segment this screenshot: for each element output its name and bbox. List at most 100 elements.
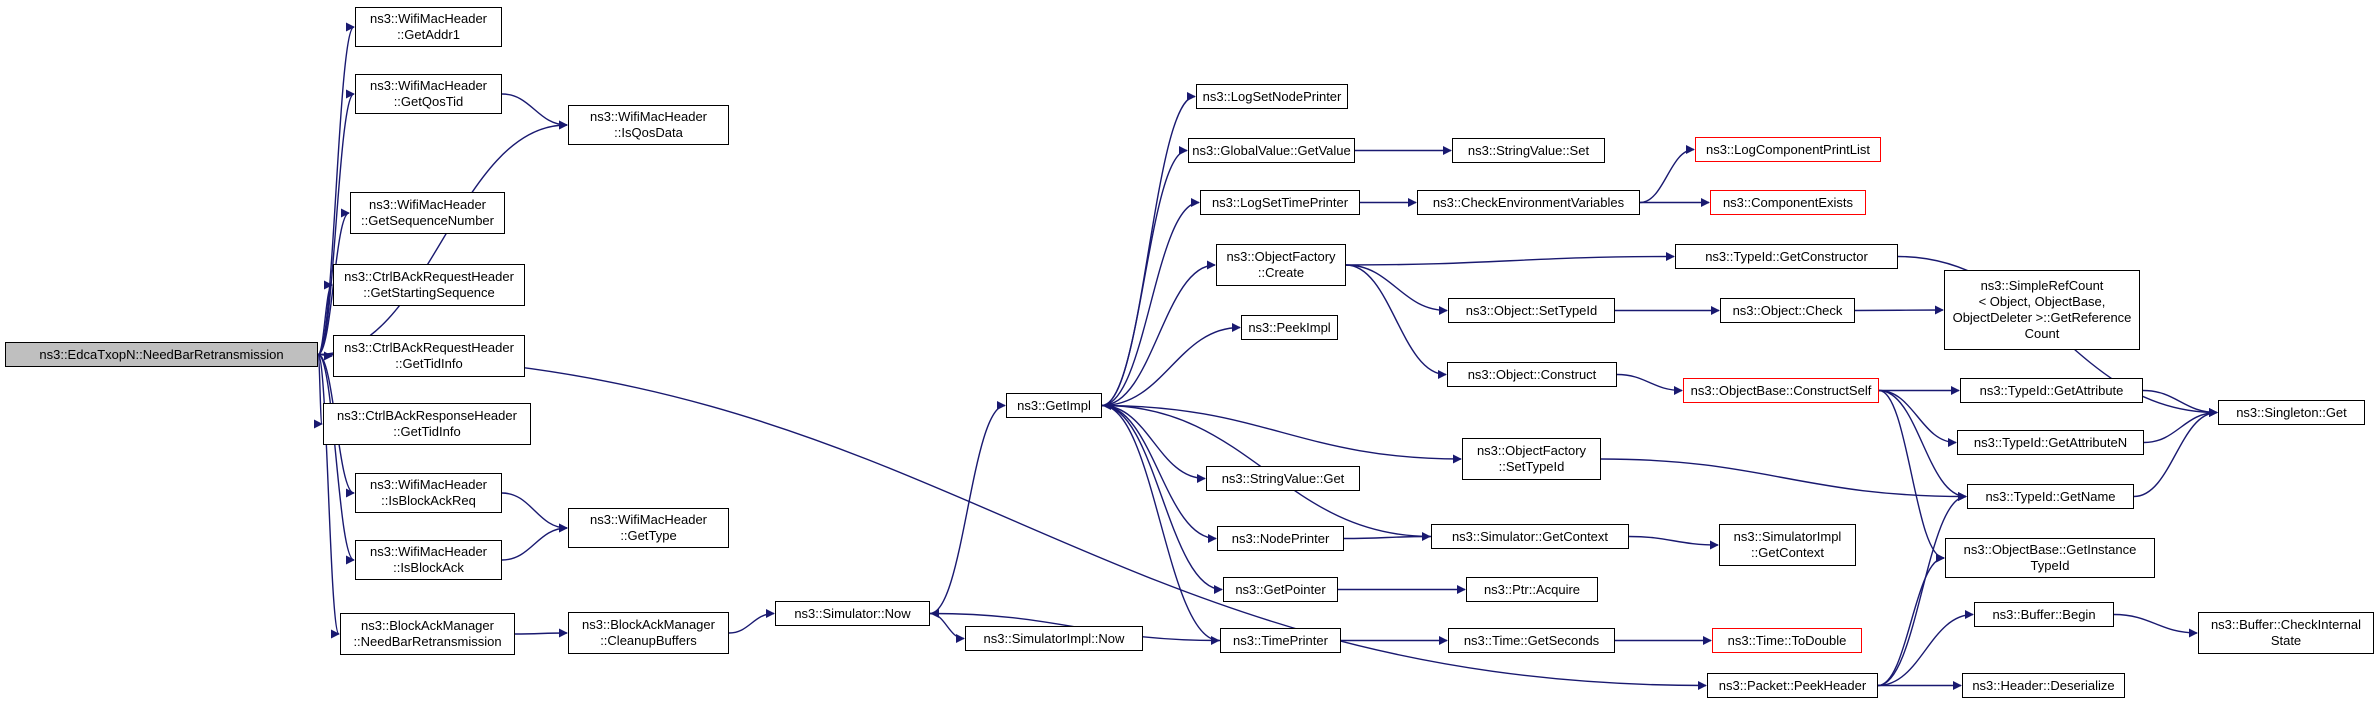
node-ptracquire[interactable]: ns3::Ptr::Acquire [1466, 577, 1598, 602]
node-label-line: ::IsBlockAckReq [381, 493, 476, 508]
node-label-line: ns3::Object::Check [1732, 302, 1843, 318]
node-getaddr1[interactable]: ns3::WifiMacHeader::GetAddr1 [355, 7, 502, 47]
node-label-line: ns3::LogComponentPrintList [1705, 141, 1871, 157]
node-typeidgetattributen[interactable]: ns3::TypeId::GetAttributeN [1957, 430, 2144, 455]
edge-isblockack-to-gettype [501, 523, 568, 561]
node-obconstructself[interactable]: ns3::ObjectBase::ConstructSelf [1683, 378, 1879, 403]
node-label-line: ns3::Object::Construct [1467, 366, 1597, 382]
edge-getimpl-to-ofsettypeid [1101, 404, 1462, 464]
node-label-line: ns3::CtrlBAckRequestHeader [344, 340, 514, 355]
node-label-line: ns3::SimpleRefCount [1980, 278, 2104, 293]
node-label-line: ns3::CheckEnvironmentVariables [1432, 194, 1625, 210]
node-gettype[interactable]: ns3::WifiMacHeader::GetType [568, 508, 729, 548]
node-logsettimeprinter[interactable]: ns3::LogSetTimePrinter [1200, 190, 1360, 215]
edge-ofcreate-to-typeidgetconstructor [1345, 252, 1675, 266]
node-label-line: ns3::TypeId::GetAttributeN [1973, 434, 2128, 450]
node-label-line: ::GetSequenceNumber [361, 213, 494, 228]
node-label-line: ns3::SimulatorImpl::Now [983, 630, 1125, 646]
node-stringvalueset[interactable]: ns3::StringValue::Set [1452, 138, 1605, 163]
node-label-line: ::GetContext [1751, 545, 1824, 560]
node-logsetnodeprinter[interactable]: ns3::LogSetNodePrinter [1196, 84, 1348, 109]
node-simplerefcount[interactable]: ns3::SimpleRefCount< Object, ObjectBase,… [1944, 270, 2140, 350]
node-label-line: ns3::Simulator::GetContext [1451, 528, 1609, 544]
node-label-line: ns3::EdcaTxopN::NeedBarRetransmission [39, 346, 284, 362]
node-label-line: ns3::CtrlBAckRequestHeader [344, 269, 514, 284]
node-label-line: ns3::ObjectFactory [1476, 443, 1587, 458]
node-logcompprintlist[interactable]: ns3::LogComponentPrintList [1695, 137, 1881, 162]
node-label-line: ns3::GetImpl [1017, 397, 1091, 413]
node-typeidgetname[interactable]: ns3::TypeId::GetName [1967, 484, 2134, 509]
node-timeprinter[interactable]: ns3::TimePrinter [1220, 628, 1341, 653]
node-label-line: ns3::Simulator::Now [794, 605, 911, 621]
node-stringvalueget[interactable]: ns3::StringValue::Get [1206, 466, 1360, 491]
node-label-line: ns3::Ptr::Acquire [1483, 581, 1581, 597]
edge-getimpl-to-logsettimeprinter [1101, 198, 1200, 407]
node-label-line: ns3::SimulatorImpl [1733, 529, 1842, 544]
node-packetpeekheader[interactable]: ns3::Packet::PeekHeader [1707, 673, 1878, 698]
node-getstartseq[interactable]: ns3::CtrlBAckRequestHeader::GetStartingS… [333, 264, 525, 306]
node-label-line: ns3::TimePrinter [1233, 632, 1328, 648]
node-reqtidinfo[interactable]: ns3::CtrlBAckRequestHeader::GetTidInfo [333, 335, 525, 377]
node-objsettypeid[interactable]: ns3::Object::SetTypeId [1448, 298, 1615, 323]
node-simgetcontext[interactable]: ns3::Simulator::GetContext [1431, 524, 1629, 549]
edge-obconstructself-to-typeidgetname [1878, 389, 1967, 501]
node-label-line: ns3::StringValue::Set [1467, 142, 1590, 158]
node-label-line: ::GetStartingSequence [363, 285, 495, 300]
node-typeidgetattribute[interactable]: ns3::TypeId::GetAttribute [1960, 378, 2143, 403]
node-label-line: ::SetTypeId [1498, 459, 1565, 474]
edge-ofcreate-to-objconstruct [1345, 264, 1447, 379]
edge-typeidgetname-to-singletonget [2133, 408, 2218, 498]
edge-root-to-isblockack [317, 353, 355, 565]
node-objconstruct[interactable]: ns3::Object::Construct [1447, 362, 1617, 387]
node-label-line: ns3::ComponentExists [1722, 194, 1854, 210]
edge-typeidgetattributen-to-singletonget [2143, 408, 2218, 444]
edge-packetpeekheader-to-typeidgetname [1877, 492, 1967, 687]
node-gvgetvalue[interactable]: ns3::GlobalValue::GetValue [1188, 138, 1355, 163]
node-bufferbegin[interactable]: ns3::Buffer::Begin [1974, 602, 2114, 627]
node-bamcleanup[interactable]: ns3::BlockAckManager::CleanupBuffers [568, 612, 729, 654]
node-objcheck[interactable]: ns3::Object::Check [1720, 298, 1855, 323]
node-simimplgetcontext[interactable]: ns3::SimulatorImpl::GetContext [1719, 524, 1856, 566]
node-resptidinfo[interactable]: ns3::CtrlBAckResponseHeader::GetTidInfo [323, 403, 531, 445]
node-getpointer[interactable]: ns3::GetPointer [1223, 577, 1338, 602]
node-label-line: ns3::WifiMacHeader [369, 11, 488, 26]
node-label-line: ns3::TypeId::GetConstructor [1705, 248, 1868, 264]
node-label-line: ns3::WifiMacHeader [369, 477, 488, 492]
node-label-line: ::GetAddr1 [397, 27, 460, 42]
node-simnow[interactable]: ns3::Simulator::Now [775, 601, 930, 626]
node-headerdeserialize[interactable]: ns3::Header::Deserialize [1962, 673, 2125, 698]
node-singletonget[interactable]: ns3::Singleton::Get [2218, 400, 2365, 425]
edge-getimpl-to-nodeprinter [1101, 404, 1217, 543]
node-label-line: ns3::BlockAckManager [361, 618, 494, 633]
node-componentexists[interactable]: ns3::ComponentExists [1710, 190, 1866, 215]
node-label-line: ns3::Time::GetSeconds [1463, 632, 1600, 648]
edge-getimpl-to-getpointer [1101, 404, 1223, 594]
node-label-line: ns3::Packet::PeekHeader [1718, 677, 1867, 693]
node-timetodouble[interactable]: ns3::Time::ToDouble [1712, 628, 1862, 653]
node-getqostid[interactable]: ns3::WifiMacHeader::GetQosTid [355, 74, 502, 114]
node-timegetseconds[interactable]: ns3::Time::GetSeconds [1448, 628, 1615, 653]
edge-bamcleanup-to-simnow [728, 609, 775, 634]
node-typeidgetconstructor[interactable]: ns3::TypeId::GetConstructor [1675, 244, 1898, 269]
node-getseqnum[interactable]: ns3::WifiMacHeader::GetSequenceNumber [350, 192, 505, 234]
node-ofcreate[interactable]: ns3::ObjectFactory::Create [1216, 244, 1346, 286]
node-label-line: ns3::StringValue::Get [1221, 470, 1345, 486]
edge-nodeprinter-to-simgetcontext [1343, 532, 1431, 542]
node-isqosdata[interactable]: ns3::WifiMacHeader::IsQosData [568, 105, 729, 145]
node-bamneedbar[interactable]: ns3::BlockAckManager::NeedBarRetransmiss… [340, 613, 515, 655]
edge-simnow-to-simimplnow [929, 612, 965, 643]
edge-getimpl-to-ofcreate [1101, 260, 1216, 407]
node-checkenv[interactable]: ns3::CheckEnvironmentVariables [1417, 190, 1640, 215]
node-simimplnow[interactable]: ns3::SimulatorImpl::Now [965, 626, 1143, 651]
node-ofsettypeid[interactable]: ns3::ObjectFactory::SetTypeId [1462, 438, 1601, 480]
node-label-line: ::IsQosData [614, 125, 683, 140]
node-peekimpl[interactable]: ns3::PeekImpl [1241, 315, 1338, 340]
node-label-line: ns3::TypeId::GetName [1985, 488, 2116, 504]
node-nodeprinter[interactable]: ns3::NodePrinter [1217, 526, 1344, 551]
node-isblockackreq[interactable]: ns3::WifiMacHeader::IsBlockAckReq [355, 473, 502, 513]
node-isblockack[interactable]: ns3::WifiMacHeader::IsBlockAck [355, 540, 502, 580]
node-getimpl[interactable]: ns3::GetImpl [1006, 393, 1102, 418]
